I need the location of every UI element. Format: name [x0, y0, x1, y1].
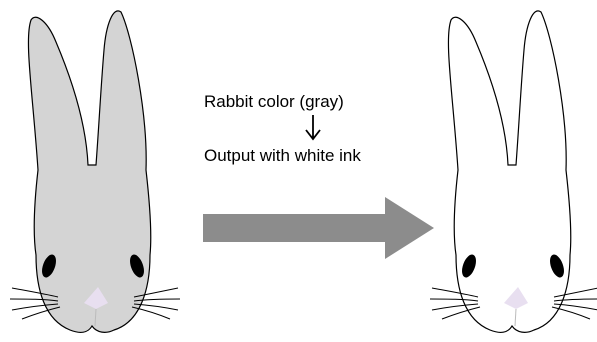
caption-rabbit-color: Rabbit color (gray) [204, 92, 344, 111]
caption-output-white-ink: Output with white ink [204, 146, 361, 165]
gray-rabbit-illustration [9, 10, 181, 333]
down-arrow-icon [305, 115, 321, 141]
right-arrow [203, 197, 434, 259]
white-rabbit-illustration [429, 10, 597, 333]
